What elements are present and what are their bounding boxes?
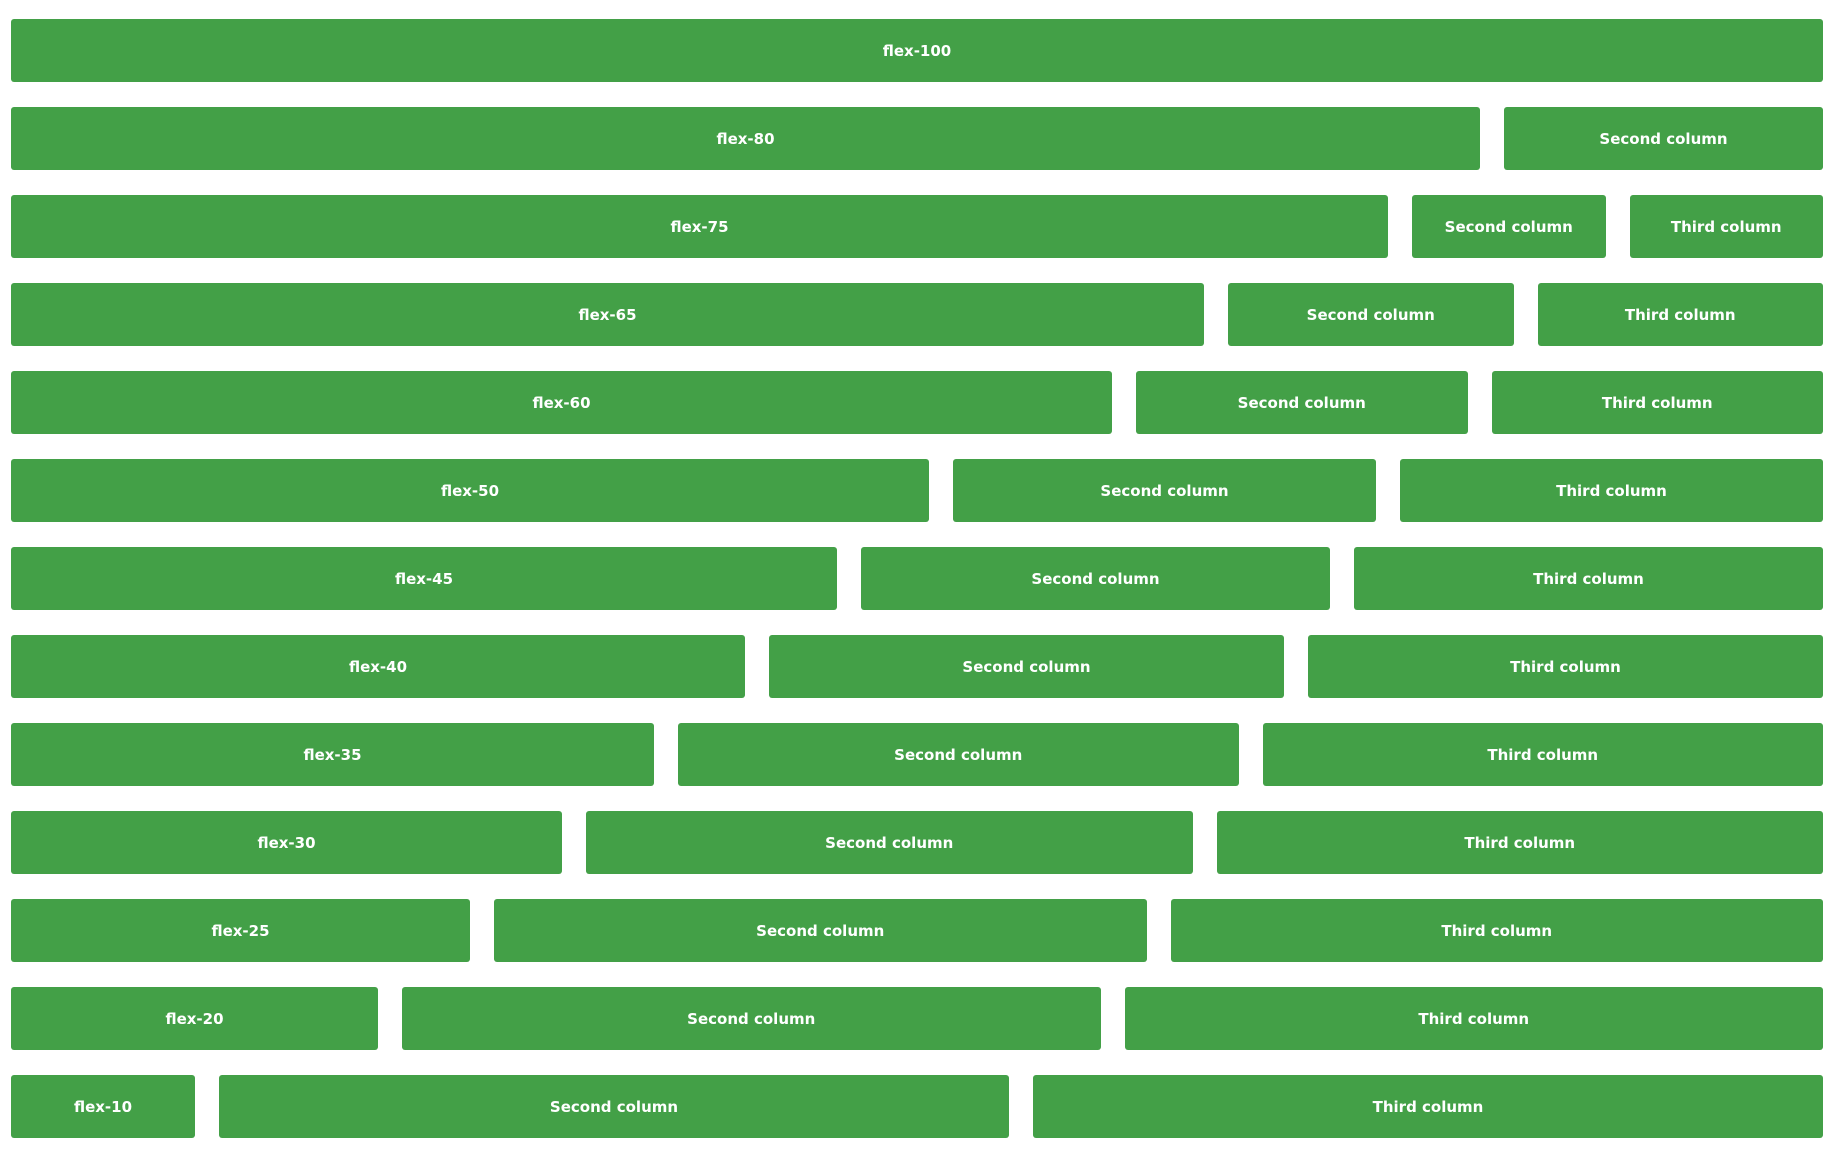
second-column: Second column	[1136, 371, 1468, 434]
flex-30-column: flex-30	[11, 811, 562, 874]
second-column: Second column	[1412, 195, 1606, 258]
flex-20-column: flex-20	[11, 987, 378, 1050]
second-column: Second column	[953, 459, 1376, 522]
flex-row-100: flex-100	[11, 19, 1823, 82]
flex-25-column: flex-25	[11, 899, 470, 962]
flex-50-column: flex-50	[11, 459, 929, 522]
third-column: Third column	[1262, 723, 1823, 786]
third-column: Third column	[1170, 899, 1823, 962]
flex-60-column: flex-60	[11, 371, 1112, 434]
flex-45-column: flex-45	[11, 547, 837, 610]
flex-65-column: flex-65	[11, 283, 1204, 346]
flex-row-80: flex-80 Second column	[11, 107, 1823, 170]
flex-layout-grid: flex-100 flex-80 Second column flex-75 S…	[11, 19, 1823, 1163]
flex-row-10: flex-10 Second column Third column	[11, 1075, 1823, 1138]
third-column: Third column	[1537, 283, 1823, 346]
second-column: Second column	[1228, 283, 1514, 346]
third-column: Third column	[1629, 195, 1823, 258]
flex-row-75: flex-75 Second column Third column	[11, 195, 1823, 258]
third-column: Third column	[1124, 987, 1823, 1050]
flex-40-column: flex-40	[11, 635, 745, 698]
second-column: Second column	[1504, 107, 1823, 170]
second-column: Second column	[494, 899, 1147, 962]
flex-row-35: flex-35 Second column Third column	[11, 723, 1823, 786]
second-column: Second column	[219, 1075, 1009, 1138]
third-column: Third column	[1400, 459, 1823, 522]
flex-row-40: flex-40 Second column Third column	[11, 635, 1823, 698]
third-column: Third column	[1216, 811, 1823, 874]
second-column: Second column	[402, 987, 1101, 1050]
flex-75-column: flex-75	[11, 195, 1388, 258]
third-column: Third column	[1033, 1075, 1823, 1138]
flex-80-column: flex-80	[11, 107, 1480, 170]
flex-row-60: flex-60 Second column Third column	[11, 371, 1823, 434]
flex-row-45: flex-45 Second column Third column	[11, 547, 1823, 610]
third-column: Third column	[1354, 547, 1823, 610]
second-column: Second column	[861, 547, 1330, 610]
flex-row-65: flex-65 Second column Third column	[11, 283, 1823, 346]
flex-row-50: flex-50 Second column Third column	[11, 459, 1823, 522]
second-column: Second column	[586, 811, 1193, 874]
flex-100-column: flex-100	[11, 19, 1823, 82]
flex-row-20: flex-20 Second column Third column	[11, 987, 1823, 1050]
second-column: Second column	[769, 635, 1284, 698]
third-column: Third column	[1308, 635, 1823, 698]
flex-row-25: flex-25 Second column Third column	[11, 899, 1823, 962]
flex-row-30: flex-30 Second column Third column	[11, 811, 1823, 874]
flex-35-column: flex-35	[11, 723, 654, 786]
second-column: Second column	[678, 723, 1239, 786]
flex-10-column: flex-10	[11, 1075, 195, 1138]
third-column: Third column	[1491, 371, 1823, 434]
